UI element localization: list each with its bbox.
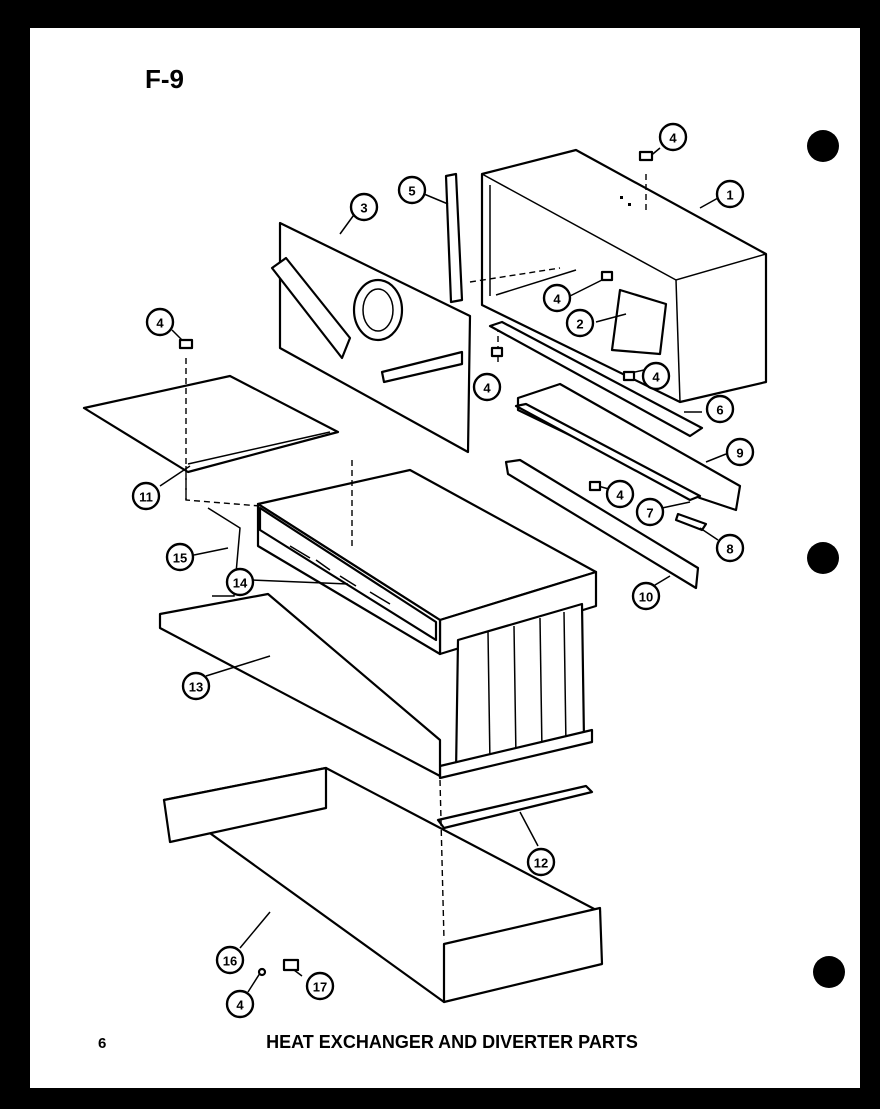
svg-text:5: 5 [408, 184, 415, 199]
part-3-back-panel [270, 221, 472, 454]
part-10-rail [504, 458, 700, 590]
svg-text:14: 14 [233, 576, 248, 591]
callout-11: 11 [131, 481, 161, 511]
svg-text:12: 12 [534, 856, 548, 871]
svg-text:4: 4 [483, 381, 491, 396]
callout-10: 10 [631, 581, 661, 611]
part-14-baffles [289, 545, 391, 605]
svg-text:7: 7 [646, 506, 653, 521]
part-6-rail [488, 320, 704, 438]
figure-id: F-9 [145, 64, 184, 94]
callout-4-right: 4 [641, 361, 671, 391]
callout-8: 8 [715, 533, 745, 563]
svg-text:1: 1 [726, 188, 733, 203]
svg-text:4: 4 [669, 131, 677, 146]
callout-14: 14 [225, 567, 255, 597]
svg-text:11: 11 [139, 490, 153, 505]
callout-2: 2 [565, 308, 595, 338]
part-8-clip [674, 512, 708, 532]
callout-3: 3 [349, 192, 379, 222]
svg-text:4: 4 [616, 488, 624, 503]
part-12-strip [436, 784, 594, 830]
callout-5: 5 [397, 175, 427, 205]
part-17-clip [282, 958, 300, 972]
callout-7: 7 [635, 497, 665, 527]
callout-1: 1 [715, 179, 745, 209]
svg-text:17: 17 [313, 980, 327, 995]
part-16-drain-pan [162, 766, 604, 1004]
part-15-bracket [207, 507, 241, 597]
caption: HEAT EXCHANGER AND DIVERTER PARTS [266, 1032, 638, 1052]
binder-hole-top [807, 130, 839, 162]
svg-text:3: 3 [360, 201, 367, 216]
svg-text:9: 9 [736, 446, 743, 461]
callout-15: 15 [165, 542, 195, 572]
binder-hole-middle [807, 542, 839, 574]
part-9-channel [516, 382, 742, 512]
svg-text:16: 16 [223, 954, 237, 969]
callout-16: 16 [215, 945, 245, 975]
part-1-cabinet [480, 148, 768, 404]
callout-4-rail: 4 [605, 479, 635, 509]
part-5-strip [444, 172, 464, 304]
binder-hole-bottom [813, 956, 845, 988]
svg-text:4: 4 [553, 292, 561, 307]
callout-4-top: 4 [658, 122, 688, 152]
screws-part-4 [178, 150, 654, 977]
callout-12: 12 [526, 847, 556, 877]
svg-text:8: 8 [726, 542, 733, 557]
callout-17: 17 [305, 971, 335, 1001]
callout-9: 9 [725, 437, 755, 467]
svg-text:10: 10 [639, 590, 653, 605]
svg-text:4: 4 [652, 370, 660, 385]
callout-6: 6 [705, 394, 735, 424]
callout-4-bottom: 4 [225, 989, 255, 1019]
callout-4-mid: 4 [542, 283, 572, 313]
callout-4-lower-left: 4 [472, 372, 502, 402]
part-7-strip [514, 402, 702, 502]
heat-exchanger-assembly [256, 468, 598, 780]
page-number: 6 [98, 1035, 106, 1052]
callout-4-left: 4 [145, 307, 175, 337]
part-2-diverter-plate [610, 288, 668, 356]
svg-text:4: 4 [236, 998, 244, 1013]
svg-text:13: 13 [189, 680, 203, 695]
svg-text:15: 15 [173, 551, 187, 566]
part-13-tray [158, 592, 442, 778]
svg-text:4: 4 [156, 316, 164, 331]
svg-text:6: 6 [716, 403, 723, 418]
callout-13: 13 [181, 671, 211, 701]
svg-text:2: 2 [576, 317, 583, 332]
part-11-top-plate [82, 374, 340, 474]
